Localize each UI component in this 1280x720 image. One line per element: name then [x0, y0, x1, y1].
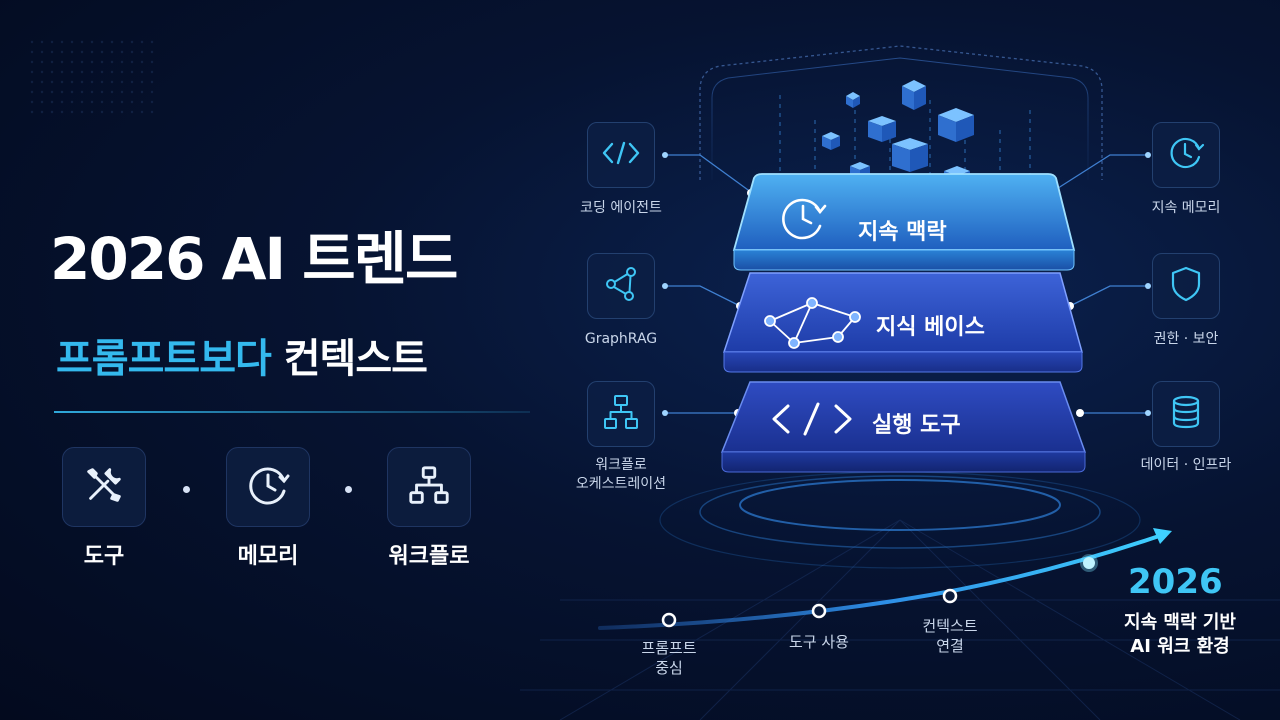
- code-icon: [772, 402, 852, 436]
- clock-icon: [1166, 133, 1206, 177]
- pillar-tile-tools: [62, 447, 146, 527]
- graph-icon: [764, 297, 861, 349]
- card-persistent-memory: [1152, 122, 1220, 188]
- goal-year: 2026: [1128, 562, 1223, 602]
- shield-icon: [1166, 264, 1206, 308]
- label-line: 프롬프트: [641, 639, 697, 657]
- label-line: 오케스트레이션: [575, 475, 667, 492]
- subtitle-accent: 프롬프트보다: [56, 336, 272, 382]
- timeline-node: [942, 588, 958, 604]
- layer-label-persistent-context: 지속 맥락: [858, 220, 947, 245]
- label-persistent-memory: 지속 메모리: [1151, 200, 1221, 216]
- layer-label-knowledge-base: 지식 베이스: [876, 315, 985, 340]
- timeline-node: [811, 603, 827, 619]
- label-line: 연결: [936, 636, 964, 655]
- label-line: 워크플로: [595, 457, 647, 473]
- label-graphrag: GraphRAG: [584, 331, 658, 347]
- card-data-infra: [1152, 381, 1220, 447]
- layer-knowledge-base: [722, 272, 1083, 373]
- graph-icon: [601, 264, 641, 308]
- pillar-label-workflow: 워크플로: [388, 544, 470, 569]
- page-subtitle: 프롬프트보다 컨텍스트: [56, 326, 428, 384]
- goal-description: 지속 맥락 기반 AI 워크 환경: [1100, 611, 1260, 660]
- database-icon: [1166, 392, 1206, 436]
- label-permission-security: 권한 · 보안: [1153, 331, 1219, 347]
- timeline-label-context: 컨텍스트 연결: [900, 617, 1000, 656]
- pillar-label-tools: 도구: [83, 544, 125, 569]
- timeline-node: [661, 612, 677, 628]
- timeline-label-prompt: 프롬프트 중심: [619, 639, 719, 678]
- workflow-icon: [601, 392, 641, 436]
- workflow-icon: [406, 462, 452, 512]
- timeline-node: [1083, 557, 1095, 569]
- layer-persistent-context: [732, 173, 1076, 271]
- floating-cubes: [822, 80, 974, 192]
- label-line: AI 워크 환경: [1130, 636, 1230, 658]
- card-graphrag: [587, 253, 655, 319]
- card-coding-agent: [587, 122, 655, 188]
- label-workflow-orchestration: 워크플로 오케스트레이션: [551, 456, 691, 494]
- separator-dot: [183, 486, 190, 493]
- code-icon: [601, 138, 641, 172]
- separator-dot: [345, 486, 352, 493]
- label-coding-agent: 코딩 에이전트: [580, 200, 662, 216]
- pillar-tile-memory: [226, 447, 310, 527]
- timeline-label-tool-use: 도구 사용: [789, 633, 849, 651]
- label-line: 중심: [655, 658, 683, 677]
- pillar-tile-workflow: [387, 447, 471, 527]
- divider: [54, 411, 530, 413]
- clock-icon: [782, 198, 827, 240]
- layer-label-execution-tools: 실행 도구: [872, 413, 961, 438]
- layer-stack: [720, 173, 1087, 473]
- clock-icon: [244, 461, 292, 513]
- card-permission-security: [1152, 253, 1220, 319]
- subtitle-plain: 컨텍스트: [283, 336, 428, 382]
- label-data-infra: 데이터 · 인프라: [1140, 457, 1232, 473]
- layer-execution-tools: [720, 381, 1087, 473]
- page-title: 2026 AI 트렌드: [50, 225, 458, 293]
- pillar-label-memory: 메모리: [237, 544, 299, 569]
- card-workflow-orchestration: [587, 381, 655, 447]
- label-line: 지속 맥락 기반: [1124, 612, 1236, 633]
- label-line: 컨텍스트: [922, 617, 978, 635]
- tools-icon: [81, 462, 127, 512]
